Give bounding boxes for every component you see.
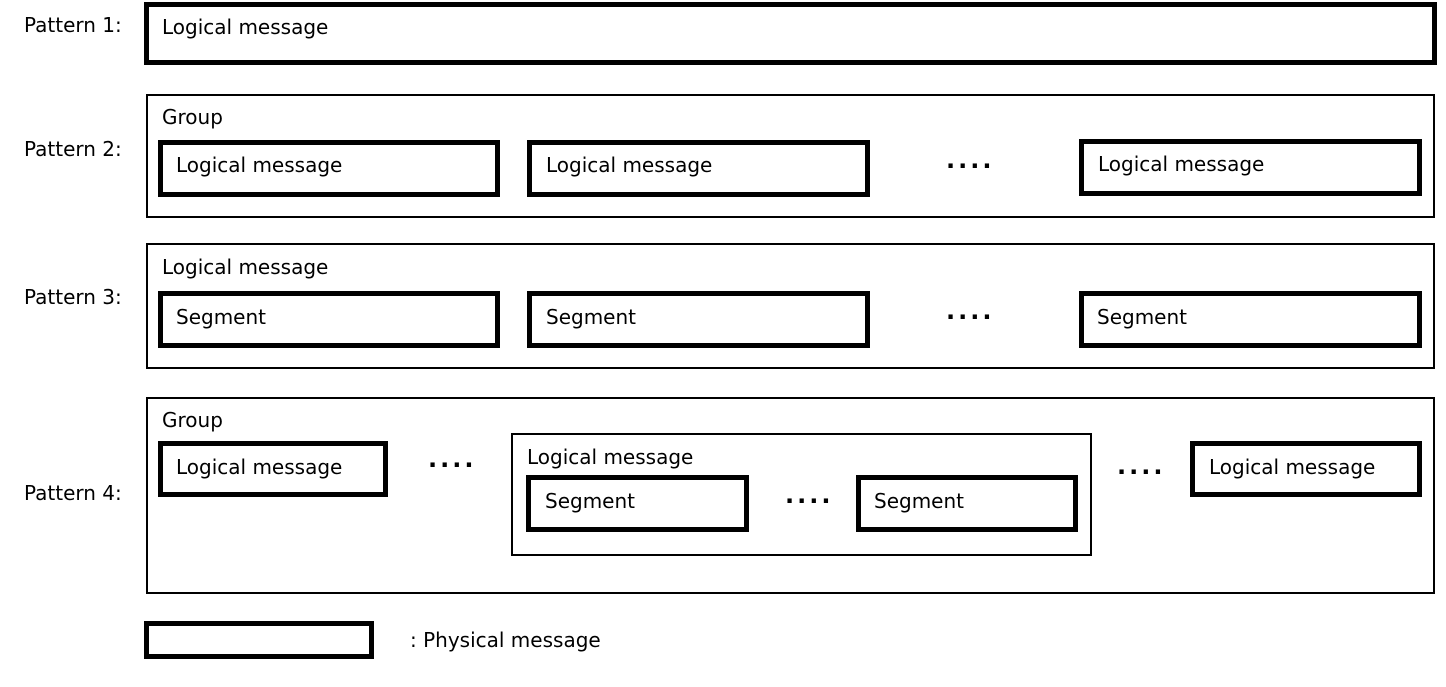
pattern-3-label: Pattern 3: bbox=[24, 285, 122, 309]
pattern-1-logical-message-label: Logical message bbox=[162, 15, 329, 39]
logical-message-label: Logical message bbox=[176, 455, 343, 479]
pattern-2-label: Pattern 2: bbox=[24, 137, 122, 161]
pattern-4-ellipsis-nested: .... bbox=[785, 481, 834, 509]
pattern-2-ellipsis: .... bbox=[946, 146, 995, 174]
segment-label: Segment bbox=[874, 489, 964, 513]
segment-label: Segment bbox=[546, 305, 636, 329]
logical-message-label: Logical message bbox=[546, 153, 713, 177]
pattern-2-logical-message-2: Logical message bbox=[527, 140, 870, 197]
pattern-3-logical-message-label: Logical message bbox=[162, 255, 329, 279]
pattern-4-ellipsis-right: .... bbox=[1117, 452, 1166, 480]
pattern-3-segment-1: Segment bbox=[158, 291, 500, 348]
legend-physical-message-label: : Physical message bbox=[410, 628, 601, 652]
pattern-4-nested-logical-message-label: Logical message bbox=[527, 445, 694, 469]
logical-message-label: Logical message bbox=[176, 153, 343, 177]
pattern-3-logical-message-box: Logical message bbox=[146, 243, 1435, 369]
pattern-4-group-box: Group bbox=[146, 397, 1435, 594]
pattern-3-ellipsis: .... bbox=[946, 297, 995, 325]
pattern-4-group-label: Group bbox=[162, 408, 223, 432]
pattern-3-segment-2: Segment bbox=[527, 291, 870, 348]
pattern-2-group-label: Group bbox=[162, 105, 223, 129]
pattern-1-label: Pattern 1: bbox=[24, 13, 122, 37]
pattern-2-group-box: Group bbox=[146, 94, 1435, 218]
logical-message-label: Logical message bbox=[1209, 455, 1376, 479]
pattern-4-nested-segment-2: Segment bbox=[856, 475, 1078, 532]
legend-physical-message-swatch bbox=[144, 621, 374, 659]
pattern-3-segment-3: Segment bbox=[1079, 291, 1422, 348]
segment-label: Segment bbox=[176, 305, 266, 329]
pattern-4-nested-segment-1: Segment bbox=[526, 475, 749, 532]
pattern-4-ellipsis-left: .... bbox=[428, 445, 477, 473]
pattern-4-logical-message-left: Logical message bbox=[158, 441, 388, 497]
logical-message-label: Logical message bbox=[1098, 152, 1265, 176]
pattern-4-nested-logical-message-box: Logical message bbox=[511, 433, 1092, 556]
pattern-1-physical-message-box: Logical message bbox=[144, 2, 1437, 65]
pattern-2-logical-message-1: Logical message bbox=[158, 140, 500, 197]
pattern-4-label: Pattern 4: bbox=[24, 481, 122, 505]
pattern-4-logical-message-right: Logical message bbox=[1190, 441, 1422, 497]
segment-label: Segment bbox=[545, 489, 635, 513]
segment-label: Segment bbox=[1097, 305, 1187, 329]
pattern-2-logical-message-3: Logical message bbox=[1079, 139, 1422, 196]
